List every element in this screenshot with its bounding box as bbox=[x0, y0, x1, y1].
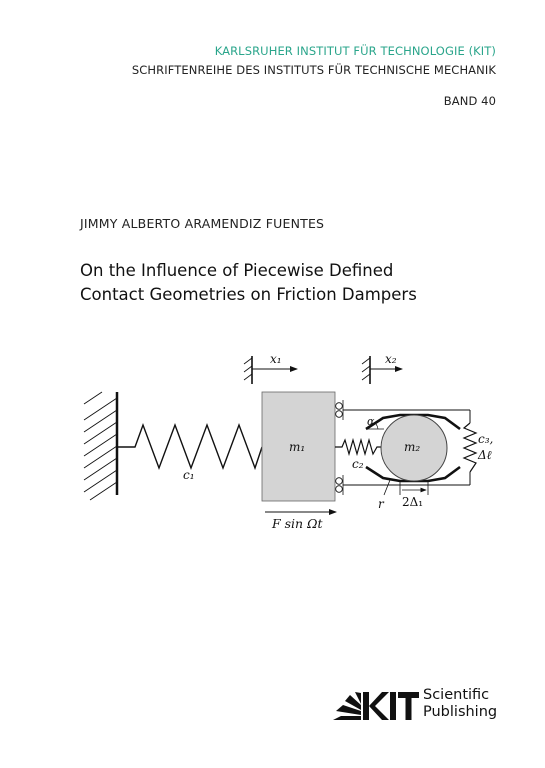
label-r: r bbox=[378, 497, 385, 511]
label-m2: m₂ bbox=[404, 440, 420, 454]
title-line-1: On the Influence of Piecewise Defined bbox=[80, 261, 394, 280]
housing-frame bbox=[343, 409, 471, 486]
mass-m2 bbox=[380, 414, 448, 482]
angle-alpha bbox=[366, 423, 384, 430]
radius-pointer bbox=[383, 479, 391, 496]
spring-c2 bbox=[335, 437, 385, 457]
mechanical-model-figure: c₁ m₁ x₂ x₁ c₂ m₂ bbox=[83, 352, 493, 530]
label-2delta1: 2Δ₁ bbox=[402, 495, 423, 509]
label-alpha: α bbox=[367, 415, 375, 428]
label-c2: c₂ bbox=[352, 457, 364, 471]
series-name: SCHRIFTENREIHE DES INSTITUTS FÜR TECHNIS… bbox=[131, 63, 496, 77]
reference-wall-x1 bbox=[243, 356, 253, 384]
spring-c1 bbox=[117, 422, 263, 471]
label-x1: x₁ bbox=[270, 352, 282, 366]
publisher-logo: Scientific Publishing bbox=[333, 686, 503, 726]
title-line-2: Contact Geometries on Friction Dampers bbox=[80, 285, 417, 304]
label-c1: c₁ bbox=[183, 468, 195, 482]
kit-logo-icon bbox=[333, 692, 419, 720]
label-c3: c₃, bbox=[478, 432, 493, 446]
label-x2: x₂ bbox=[385, 352, 397, 366]
label-force: F sin Ωt bbox=[271, 516, 323, 530]
reference-wall-x2 bbox=[361, 356, 371, 384]
publisher-line-1: Scientific bbox=[423, 687, 490, 703]
book-title: On the Influence of Piecewise Defined Co… bbox=[80, 259, 500, 307]
volume-number: BAND 40 bbox=[443, 94, 496, 108]
dimension-2delta1 bbox=[399, 481, 429, 495]
label-delta-l: Δℓ bbox=[477, 448, 492, 462]
publisher-name: Scientific Publishing bbox=[423, 687, 497, 721]
publisher-line-2: Publishing bbox=[423, 704, 498, 720]
roller-bearings bbox=[335, 400, 344, 495]
fixed-wall bbox=[83, 391, 119, 501]
mass-m1 bbox=[261, 391, 336, 502]
institute-name: KARLSRUHER INSTITUT FÜR TECHNOLOGIE (KIT… bbox=[214, 44, 496, 58]
spring-c3 bbox=[462, 422, 478, 473]
label-m1: m₁ bbox=[289, 440, 305, 454]
author-name: JIMMY ALBERTO ARAMENDIZ FUENTES bbox=[80, 216, 325, 231]
